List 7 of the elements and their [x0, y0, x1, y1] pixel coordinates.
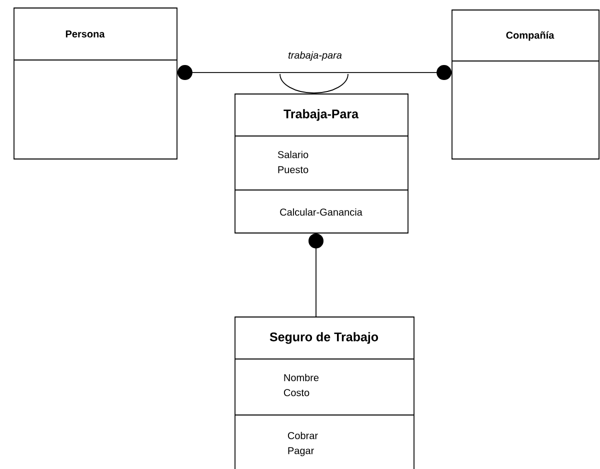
class-box: Persona — [14, 8, 178, 160]
association-line — [177, 65, 452, 80]
association-line — [308, 233, 324, 317]
class-box: Seguro de Trabajo Nombre Costo Cobrar Pagar — [234, 316, 414, 469]
class-box: Compañía — [452, 10, 600, 160]
edge-label: trabaja-para — [287, 50, 343, 62]
class-box: Trabaja-Para Salario Puesto Calcular-Ganancia — [234, 94, 408, 234]
